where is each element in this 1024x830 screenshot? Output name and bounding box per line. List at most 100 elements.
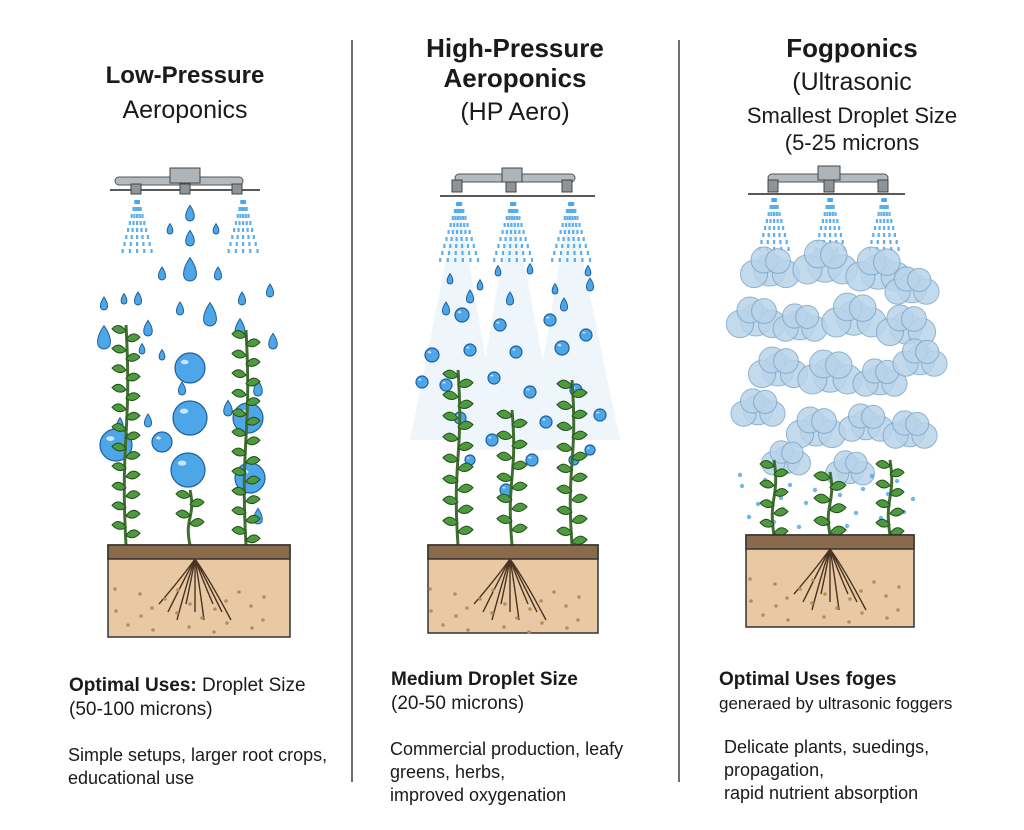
- leaf: [125, 451, 141, 460]
- uses-line-1: Commercial production, leafy: [390, 739, 624, 759]
- leaf: [556, 421, 573, 431]
- leaf: [759, 518, 775, 528]
- title-line-1: High-Pressure: [426, 33, 604, 63]
- droplet: [143, 319, 153, 337]
- leaf: [813, 493, 831, 504]
- droplet: [177, 381, 187, 396]
- droplet: [174, 352, 206, 384]
- droplet: [265, 283, 275, 298]
- high-pressure-diagram: [410, 167, 620, 634]
- leaf: [231, 349, 247, 359]
- leaf: [111, 325, 127, 334]
- droplet: [175, 301, 185, 316]
- fog-cloud: [772, 303, 828, 342]
- droplet: [415, 375, 429, 389]
- stem: [568, 379, 576, 546]
- leaf: [245, 475, 261, 485]
- leaf: [245, 397, 261, 407]
- medium-droplets: [415, 202, 607, 497]
- size-label: Optimal Uses foges: [719, 669, 897, 690]
- size-range: (20-50 microns): [391, 693, 525, 715]
- leaf: [231, 369, 247, 379]
- leaf: [889, 468, 905, 478]
- leaf: [875, 460, 891, 469]
- leaf: [457, 525, 474, 535]
- leaf: [496, 451, 513, 461]
- fog-cloud: [882, 410, 938, 449]
- leaf: [875, 499, 891, 509]
- grow-container: [427, 544, 599, 634]
- leaf: [442, 516, 459, 526]
- leaf: [556, 442, 573, 452]
- droplet: [454, 307, 470, 323]
- stem: [454, 369, 462, 546]
- leaf: [556, 505, 573, 515]
- leaf: [245, 495, 261, 505]
- leaf: [189, 518, 205, 527]
- droplet: [579, 328, 593, 342]
- leaf: [111, 481, 127, 491]
- leaf: [111, 383, 127, 393]
- fog-clouds: [725, 239, 948, 530]
- leaf: [175, 490, 191, 499]
- low-pressure-diagram: [97, 167, 291, 638]
- leaf: [111, 501, 127, 511]
- leaf: [111, 521, 127, 530]
- leaf: [571, 493, 588, 503]
- droplet: [170, 452, 206, 488]
- droplet: [99, 296, 109, 311]
- mist-cones: [410, 200, 620, 450]
- leaf: [175, 509, 191, 519]
- droplet: [463, 343, 477, 357]
- leaf: [571, 409, 588, 419]
- uses-line-1: Delicate plants, suedings,: [724, 737, 930, 757]
- leaf: [457, 483, 474, 493]
- leaf: [813, 516, 831, 526]
- droplet: [158, 348, 166, 361]
- leaf: [245, 338, 261, 348]
- fog-cloud: [792, 239, 858, 285]
- panel-fogponics: Fogponics (Ultrasonic Smallest Droplet S…: [680, 0, 1024, 830]
- stem: [186, 489, 194, 546]
- leaf: [125, 509, 141, 519]
- size-range: (50-100 microns): [69, 699, 213, 721]
- leaf: [457, 399, 474, 409]
- leaf: [511, 439, 528, 449]
- uses-line-3: improved oxygenation: [390, 785, 567, 806]
- panel-title: Low-Pressure Aeroponics: [20, 62, 350, 124]
- droplet: [494, 264, 502, 277]
- leaf: [556, 484, 573, 494]
- leaf: [773, 488, 789, 497]
- droplet: [143, 413, 153, 428]
- leaf: [511, 502, 528, 512]
- leaf: [457, 462, 474, 472]
- droplet: [487, 371, 501, 385]
- uses-line-2: greens, herbs,: [390, 762, 506, 783]
- fog-cloud: [892, 338, 948, 377]
- leaf: [773, 468, 789, 478]
- leaf: [496, 430, 513, 440]
- leaf: [231, 486, 247, 496]
- leaf: [556, 400, 573, 410]
- panel-low-pressure: Low-Pressure Aeroponics Optimal Uses: Dr…: [20, 0, 350, 830]
- title-line-2: Aeroponics: [122, 95, 248, 124]
- droplet: [551, 282, 559, 295]
- fog-cloud: [739, 246, 801, 289]
- plants: [759, 459, 905, 537]
- droplet: [593, 408, 607, 422]
- droplet: [585, 277, 595, 292]
- leaf: [442, 432, 459, 442]
- leaf: [111, 423, 127, 432]
- leaf: [511, 481, 528, 491]
- droplet: [185, 204, 195, 222]
- leaf: [125, 411, 141, 421]
- leaf: [496, 472, 513, 482]
- droplet: [525, 453, 539, 467]
- droplet: [133, 291, 143, 306]
- uses-text: Delicate plants, suedings, propagation, …: [724, 736, 929, 805]
- panel-title: High-Pressure Aeroponics (HP Aero): [350, 33, 680, 127]
- leaf: [245, 377, 261, 387]
- uses-text: Simple setups, larger root crops, educat…: [68, 744, 327, 790]
- leaf: [556, 526, 573, 536]
- stem: [826, 471, 834, 536]
